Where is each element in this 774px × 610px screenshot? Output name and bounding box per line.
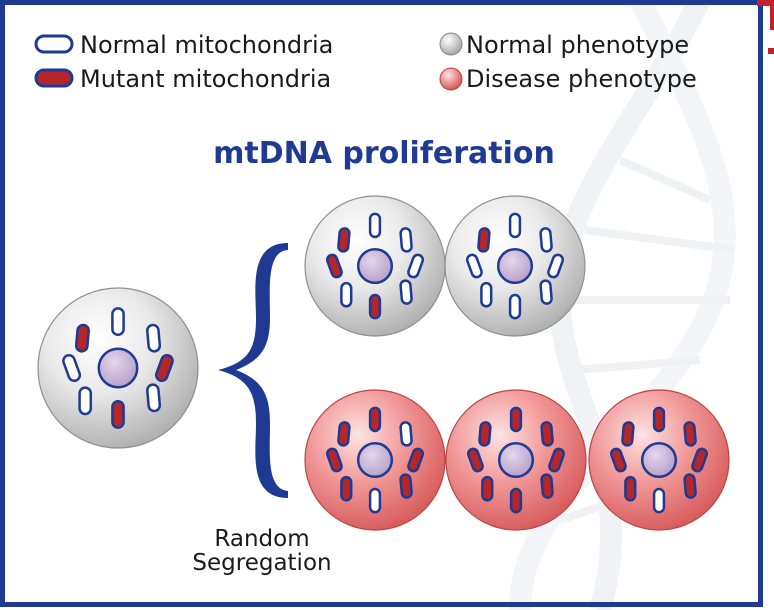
cells — [37, 195, 730, 531]
cell-top-1 — [304, 195, 446, 337]
normal-mitochondrion — [480, 281, 493, 308]
normal-mitochondrion — [78, 386, 93, 416]
normal-mitochondrion — [399, 421, 413, 447]
mutant-mitochondrion — [368, 293, 382, 320]
legend-normal-mito-label: Normal mitochondria — [80, 31, 333, 59]
normal-mitochondrion — [62, 354, 82, 382]
mutant-mitochondrion — [624, 475, 637, 502]
normal-mitochondrion — [399, 279, 413, 305]
mutant-mitochondrion — [340, 475, 353, 502]
nucleus — [97, 347, 139, 389]
mutant-mitochondrion — [683, 473, 697, 499]
normal-mitochondrion — [399, 227, 413, 253]
nucleus — [640, 441, 678, 479]
mutant-mitochondrion — [407, 447, 425, 473]
mutant-mitochondrion — [325, 253, 343, 279]
legend-normal-phenotype-label: Normal phenotype — [466, 31, 689, 59]
legend-normal-mito-icon — [34, 34, 74, 54]
mutant-mitochondrion — [368, 406, 382, 433]
normal-mitochondrion — [539, 279, 553, 305]
normal-mitochondrion — [407, 253, 425, 279]
cell-bottom-3 — [588, 389, 730, 531]
legend-disease-phenotype-icon — [439, 67, 463, 91]
mutant-mitochondrion — [652, 406, 666, 433]
mutant-mitochondrion — [621, 421, 635, 447]
caption-line-2: Segregation — [192, 550, 331, 576]
cell-parent — [37, 287, 199, 449]
mutant-mitochondrion — [548, 447, 566, 473]
legend: Normal mitochondria Mutant mitochondria … — [34, 31, 697, 93]
legend-mutant-mito-label: Mutant mitochondria — [80, 65, 331, 93]
normal-mitochondrion — [465, 253, 483, 279]
normal-mitochondrion — [652, 487, 666, 514]
mutant-mitochondrion — [337, 227, 351, 253]
mutant-mitochondrion — [481, 475, 494, 502]
nucleus — [496, 247, 534, 285]
cell-bottom-1 — [304, 389, 446, 531]
legend-mutant-mito-icon — [34, 68, 74, 88]
cell-bottom-2 — [445, 389, 587, 531]
mutant-mitochondrion — [466, 447, 484, 473]
mutant-mitochondrion — [337, 421, 351, 447]
normal-mitochondrion — [368, 212, 382, 239]
nucleus — [497, 441, 535, 479]
normal-mitochondrion — [146, 383, 162, 413]
cell-top-2 — [444, 195, 586, 337]
normal-mitochondrion — [508, 293, 522, 320]
normal-mitochondrion — [539, 227, 553, 253]
nucleus — [356, 247, 394, 285]
nucleus — [356, 441, 394, 479]
mutant-mitochondrion — [683, 421, 697, 447]
mutant-mitochondrion — [477, 227, 491, 253]
mutant-mitochondrion — [154, 354, 174, 382]
caption-line-1: Random — [214, 526, 309, 552]
mutant-mitochondrion — [540, 421, 554, 447]
mutant-mitochondrion — [478, 421, 492, 447]
segregation-brace — [218, 243, 288, 498]
diagram-title: mtDNA proliferation — [213, 136, 555, 171]
mutant-mitochondrion — [74, 323, 90, 353]
mutant-mitochondrion — [609, 447, 627, 473]
corner-dot — [768, 48, 774, 54]
mutant-mitochondrion — [509, 406, 523, 433]
normal-mitochondrion — [547, 253, 565, 279]
mutant-mitochondrion — [691, 447, 709, 473]
legend-disease-phenotype-label: Disease phenotype — [466, 65, 697, 93]
legend-normal-phenotype-icon — [439, 32, 463, 56]
mutant-mitochondrion — [509, 487, 523, 514]
normal-mitochondrion — [146, 323, 162, 353]
mutant-mitochondrion — [111, 399, 125, 429]
mutant-mitochondrion — [399, 473, 413, 499]
normal-mitochondrion — [111, 307, 125, 337]
mutant-mitochondrion — [325, 447, 343, 473]
normal-mitochondrion — [368, 487, 382, 514]
normal-mitochondrion — [508, 212, 522, 239]
mutant-mitochondrion — [540, 473, 554, 499]
corner-mark — [757, 0, 774, 30]
normal-mitochondrion — [340, 281, 353, 308]
